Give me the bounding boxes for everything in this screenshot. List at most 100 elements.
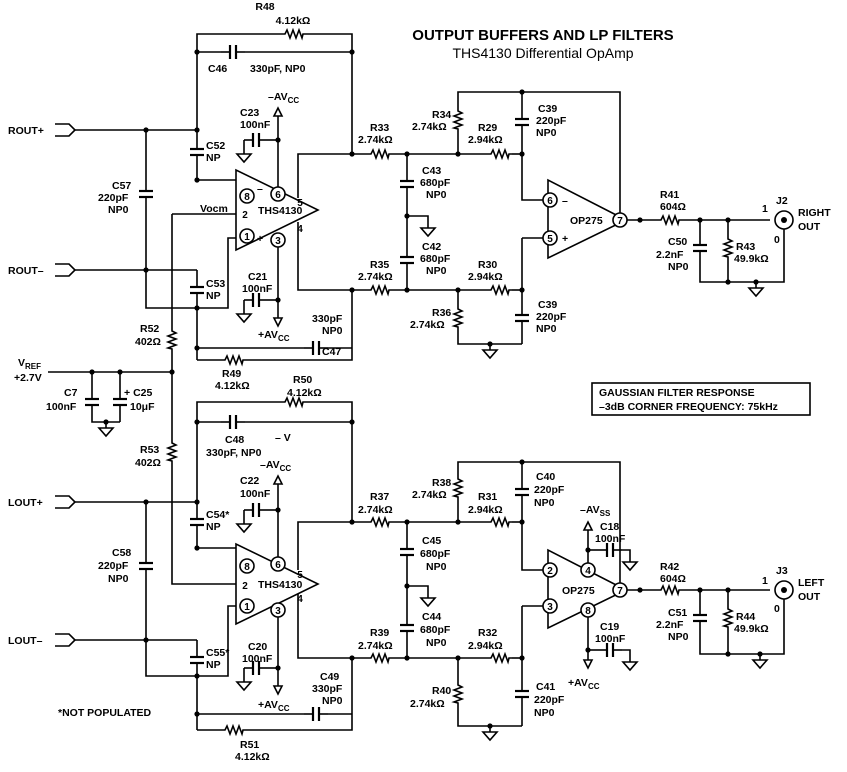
not-populated-note: *NOT POPULATED <box>58 707 152 719</box>
c55-ref: C55* <box>206 647 230 659</box>
op275-top <box>547 178 628 260</box>
svg-text:4: 4 <box>297 224 303 235</box>
wire <box>407 585 429 592</box>
ground-symbol <box>420 221 436 237</box>
r49-val: 4.12kΩ <box>215 380 250 392</box>
ground-symbol <box>236 307 252 323</box>
rout-plus-label: ROUT+ <box>8 125 44 137</box>
c52-val: NP <box>206 152 221 164</box>
resistor-r50 <box>281 397 307 407</box>
ground-symbol <box>236 675 252 691</box>
c51-val2: NP0 <box>668 631 689 643</box>
r34-ref: R34 <box>432 109 451 121</box>
svg-text:3: 3 <box>275 236 281 247</box>
svg-text:–: – <box>257 183 263 195</box>
gaussian-note-box <box>591 382 811 416</box>
subtitle: THS4130 Differential OpAmp <box>452 45 633 61</box>
bnc-j3[interactable] <box>774 580 794 600</box>
capacitor-c50 <box>691 234 709 262</box>
ground-symbol <box>236 147 252 163</box>
ground-symbol <box>752 653 768 669</box>
r51-ref: R51 <box>240 739 259 751</box>
svg-text:2: 2 <box>242 210 248 221</box>
c43-val1: 680pF <box>420 177 451 189</box>
resistor-r32 <box>487 653 513 663</box>
j2-label1: RIGHT <box>798 207 831 219</box>
resistor-r40 <box>453 681 463 707</box>
wire <box>699 229 785 283</box>
capacitor-c39a <box>513 108 531 136</box>
c57-val1: 220pF <box>98 192 129 204</box>
r50-ref: R50 <box>293 374 312 386</box>
vref-value: +2.7V <box>14 372 42 384</box>
c49-val1: 330pF <box>312 683 343 695</box>
capacitor-c22 <box>242 501 270 519</box>
svg-text:8: 8 <box>585 606 591 617</box>
j3-label2: OUT <box>798 591 821 603</box>
avcc-op-label: +AVCC <box>568 677 600 691</box>
c51-val1: 2.2nF <box>656 619 684 631</box>
c41-ref: C41 <box>536 681 555 693</box>
c54-val: NP <box>206 521 221 533</box>
c7-val: 100nF <box>46 401 77 413</box>
j3-ref: J3 <box>776 565 788 577</box>
svg-text:7: 7 <box>617 216 623 227</box>
c53-val: NP <box>206 290 221 302</box>
wire <box>91 414 120 423</box>
j3-label1: LEFT <box>798 577 825 589</box>
c55-val: NP <box>206 659 221 671</box>
svg-text:6: 6 <box>275 560 281 571</box>
r43-ref: R43 <box>736 241 755 253</box>
r42-val: 604Ω <box>660 573 686 585</box>
wire <box>521 504 545 571</box>
c19-val: 100nF <box>595 633 626 645</box>
c42-ref: C42 <box>422 241 441 253</box>
r30-ref: R30 <box>478 259 497 271</box>
lout-plus-connector[interactable] <box>54 495 76 509</box>
capacitor-c42 <box>398 246 416 274</box>
capacitor-c18 <box>596 541 624 559</box>
c25-ref: + C25 <box>124 387 152 399</box>
svg-text:+: + <box>562 233 568 245</box>
capacitor-c39b <box>513 304 531 332</box>
r31-ref: R31 <box>478 491 497 503</box>
c52-ref: C52 <box>206 140 225 152</box>
r50-val: 4.12kΩ <box>287 387 322 399</box>
r36-ref: R36 <box>432 307 451 319</box>
capacitor-c21 <box>242 291 270 309</box>
bnc-j2[interactable] <box>774 210 794 230</box>
capacitor-c46 <box>219 43 247 61</box>
svg-text:8: 8 <box>244 192 250 203</box>
j2-ref: J2 <box>776 195 788 207</box>
resistor-r53 <box>167 439 177 465</box>
r36-val: 2.74kΩ <box>410 319 445 331</box>
r52-val: 402Ω <box>135 336 161 348</box>
svg-text:5: 5 <box>297 198 303 209</box>
c48-ref: C48 <box>225 434 244 446</box>
avcc-neg-top: –AVCC <box>268 91 299 105</box>
svg-text:8: 8 <box>244 562 250 573</box>
r30-val: 2.94kΩ <box>468 271 503 283</box>
c46-val: 330pF, NP0 <box>250 63 306 75</box>
avcc-neg-bot: –AVCC <box>260 459 291 473</box>
op275-top-label: OP275 <box>570 215 603 227</box>
rout-plus-connector[interactable] <box>54 123 76 137</box>
r43-val: 49.9kΩ <box>734 253 769 265</box>
svg-text:7: 7 <box>617 586 623 597</box>
c25-val: 10μF <box>130 401 155 413</box>
r44-val: 49.9kΩ <box>734 623 769 635</box>
svg-text:6: 6 <box>275 190 281 201</box>
lout-minus-connector[interactable] <box>54 633 76 647</box>
r40-ref: R40 <box>432 685 451 697</box>
c18-ref: C18 <box>600 521 619 533</box>
capacitor-c53 <box>188 276 206 304</box>
wire <box>297 222 368 291</box>
rout-minus-connector[interactable] <box>54 263 76 277</box>
wire <box>196 33 282 52</box>
c50-ref: C50 <box>668 236 687 248</box>
svg-text:0: 0 <box>774 234 780 246</box>
c57-val2: NP0 <box>108 204 129 216</box>
c45-val2: NP0 <box>426 561 447 573</box>
c44-ref: C44 <box>422 611 441 623</box>
